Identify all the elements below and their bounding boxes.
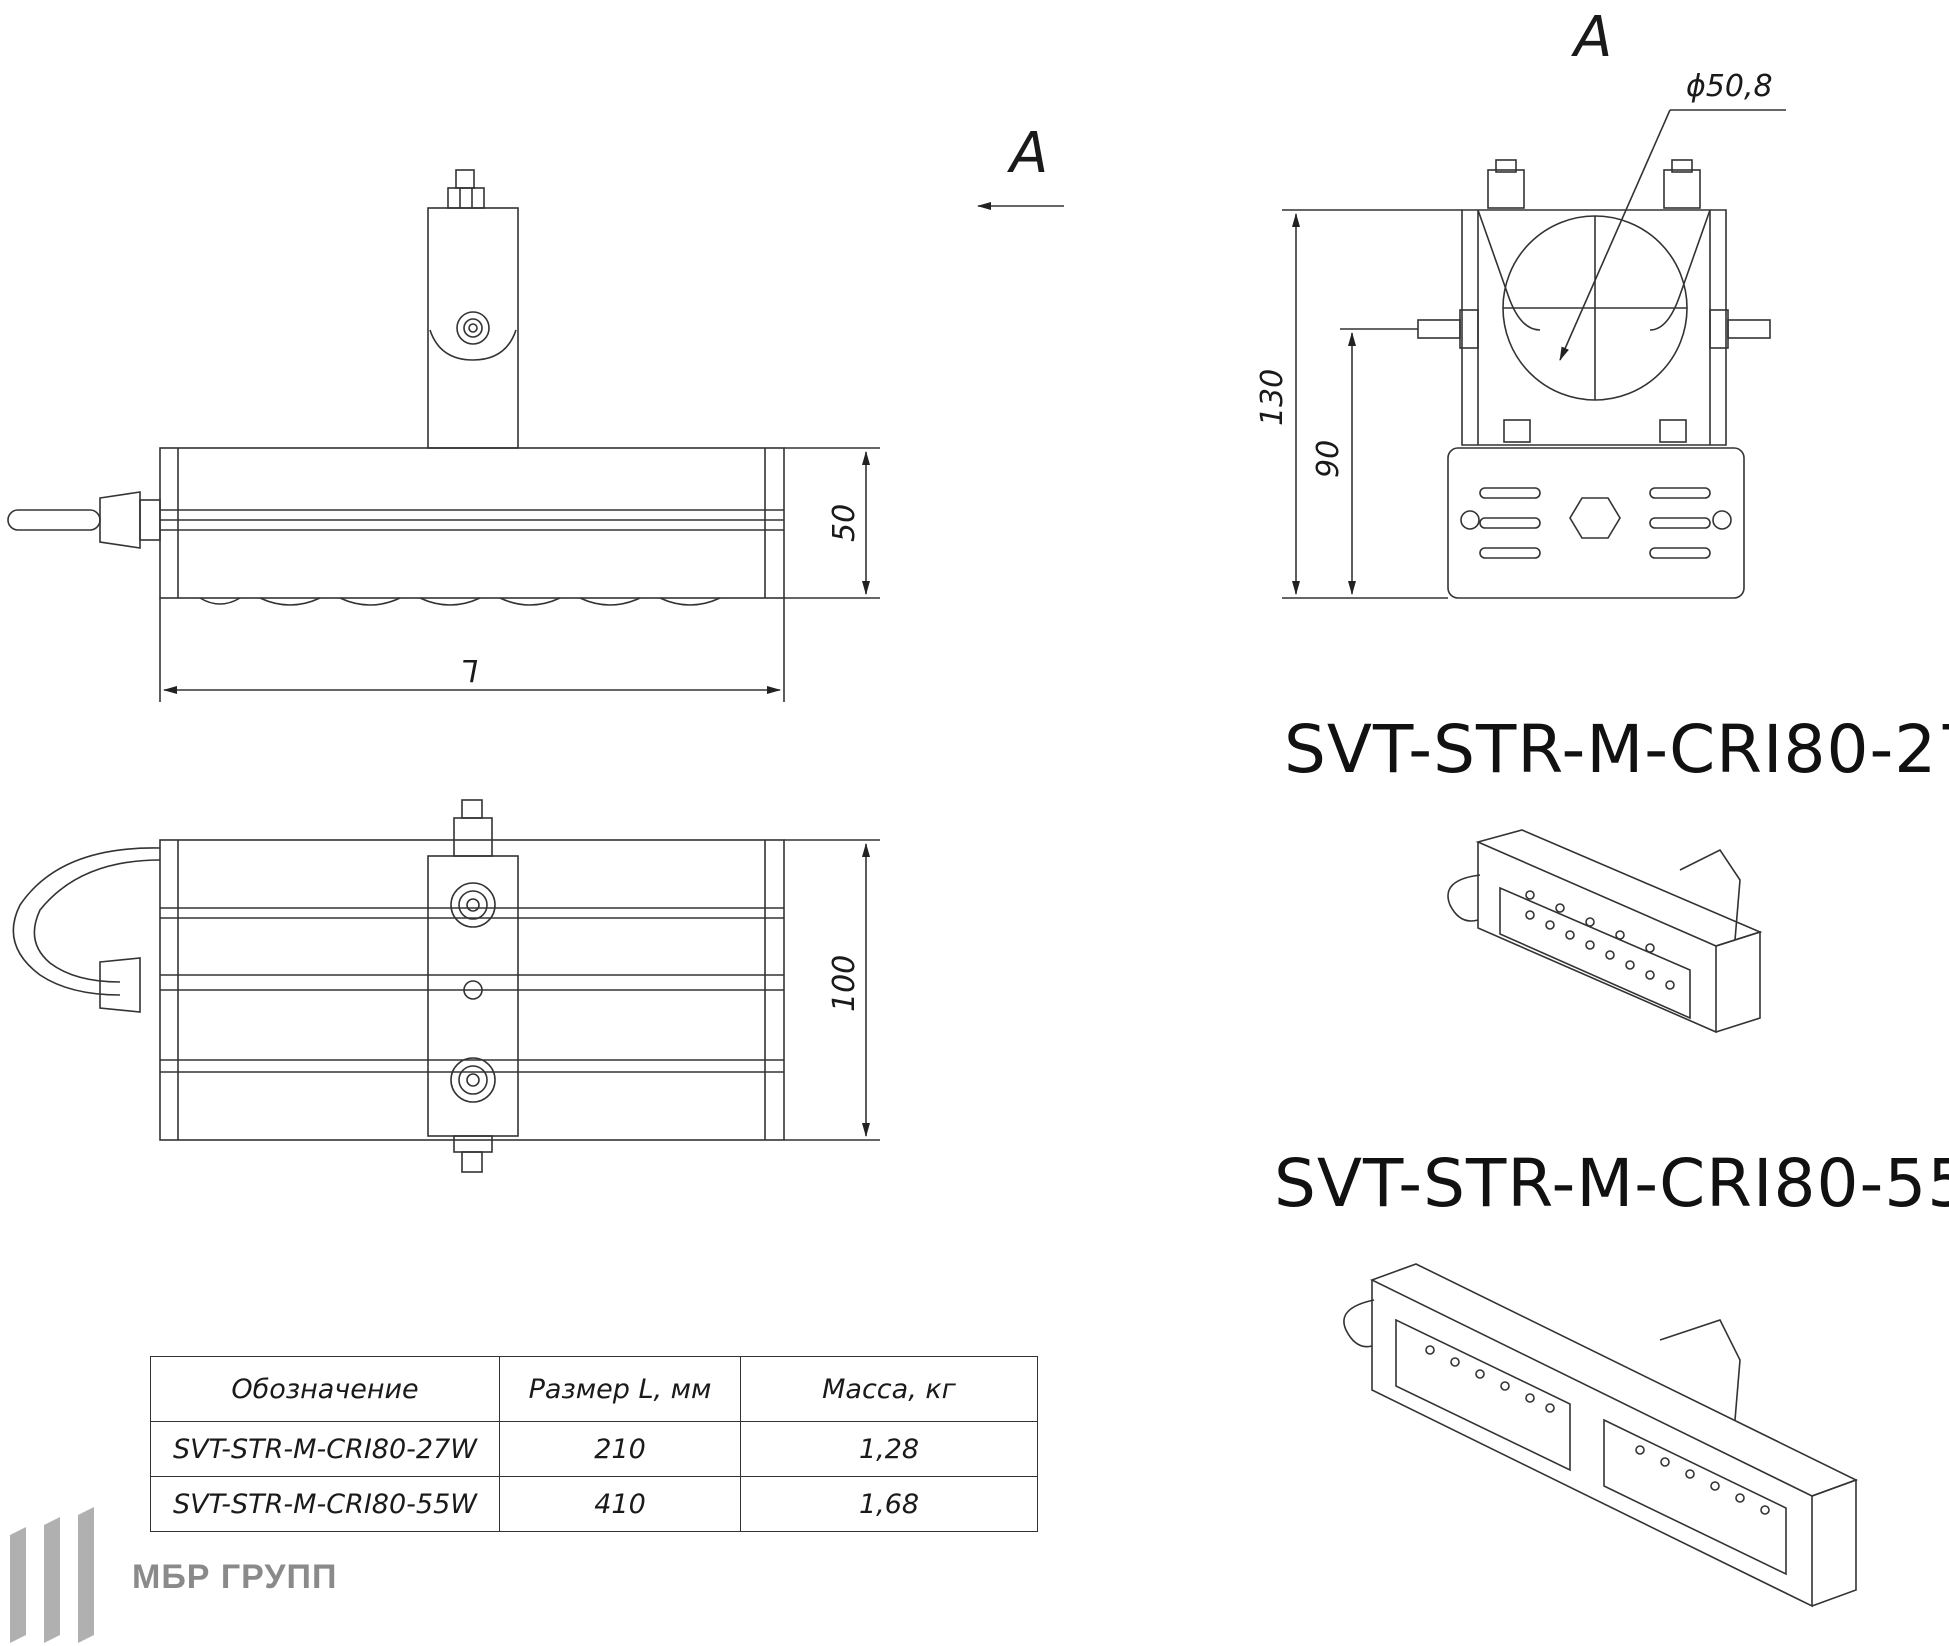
dim-length: L [461, 652, 478, 687]
company-logo-mark [10, 1507, 94, 1643]
dim-width-top: 100 [827, 955, 862, 1012]
front-view [7, 169, 785, 606]
table-cell-model: SVT-STR-M-CRI80-55W [150, 1476, 500, 1532]
table-cell-mass: 1,68 [740, 1476, 1038, 1532]
isometric-55w [1343, 1263, 1859, 1608]
table-cell-mass: 1,28 [740, 1421, 1038, 1477]
table-cell-model: SVT-STR-M-CRI80-27W [150, 1421, 500, 1477]
dim-pipe-diameter: ϕ50,8 [1686, 69, 1773, 104]
dim-height-front: 50 [827, 504, 862, 542]
table-row: SVT-STR-M-CRI80-55W 410 1,68 [150, 1476, 1038, 1532]
end-view-a [1417, 159, 1771, 599]
dim-height-total: 130 [1255, 369, 1290, 426]
company-logo-text: МБР ГРУПП [132, 1558, 338, 1596]
table-header-row: Обозначение Размер L, мм Масса, кг [150, 1356, 1038, 1422]
model-title-27w: SVT-STR-M-CRI80-27W [1284, 711, 1949, 788]
model-title-55w: SVT-STR-M-CRI80-55W [1274, 1145, 1949, 1222]
top-view [12, 799, 785, 1173]
table-header-cell: Обозначение [150, 1356, 500, 1422]
dim-height-mount: 90 [1311, 440, 1346, 478]
table-cell-size: 210 [499, 1421, 741, 1477]
spec-table: Обозначение Размер L, мм Масса, кг SVT-S… [150, 1356, 1038, 1532]
table-header-cell: Масса, кг [740, 1356, 1038, 1422]
view-label-a-arrow: A [1007, 121, 1048, 186]
isometric-27w [1447, 829, 1763, 1034]
table-header-cell: Размер L, мм [499, 1356, 741, 1422]
table-row: SVT-STR-M-CRI80-27W 210 1,28 [150, 1421, 1038, 1477]
view-label-a-title: A [1571, 5, 1612, 70]
table-cell-size: 410 [499, 1476, 741, 1532]
